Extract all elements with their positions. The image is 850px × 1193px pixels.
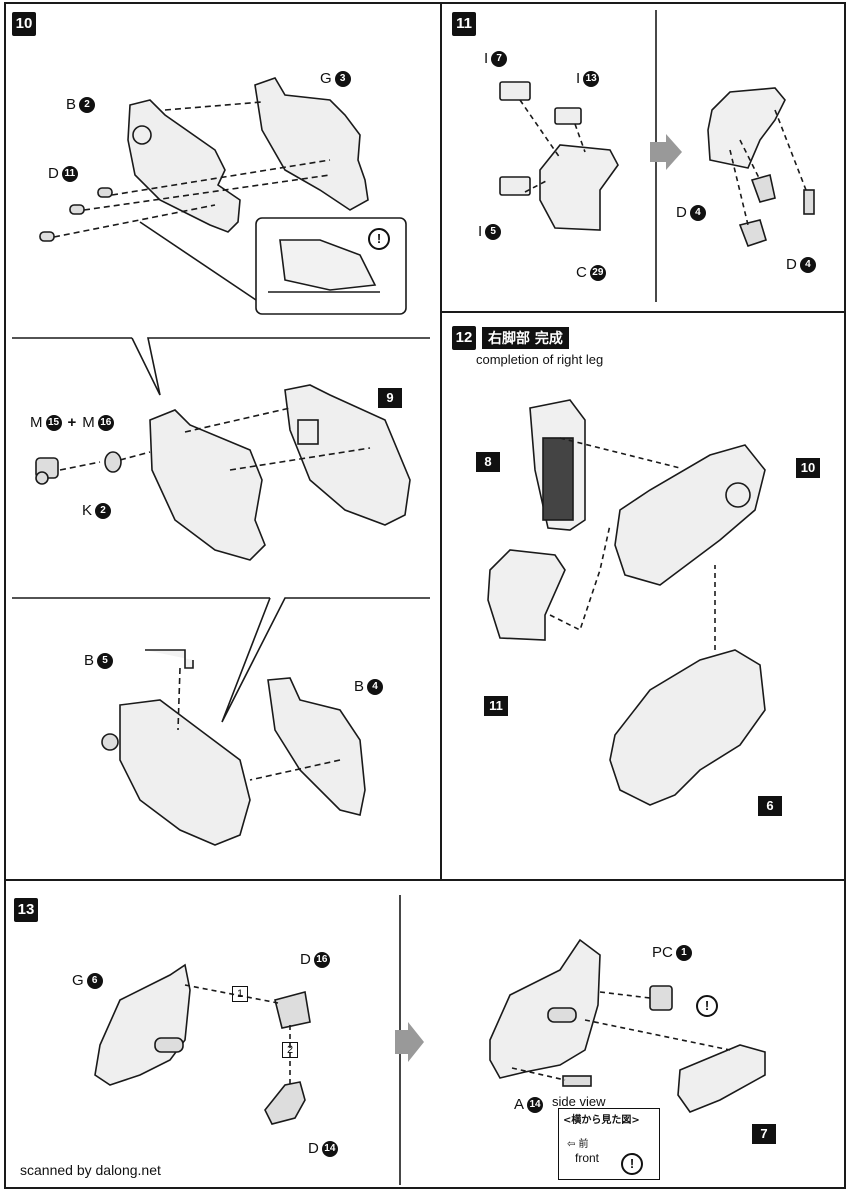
sub-assembly-7: 7 [752, 1124, 776, 1144]
part-letter: B [354, 678, 365, 695]
part-number-badge: 16 [97, 414, 114, 431]
caution-icon: ! [696, 995, 718, 1017]
part-number-badge: 7 [491, 50, 508, 67]
part-letter: K [82, 502, 93, 519]
sub-assembly-9: 9 [378, 388, 402, 408]
part-label-m15-m16: M 15 + M 16 [30, 414, 114, 431]
side-view-box: <横から見た図> ⇦ 前 front ! [558, 1108, 660, 1180]
part-letter: I [576, 70, 581, 87]
part-number-badge: 16 [313, 951, 330, 968]
part-letter: A [514, 1096, 525, 1113]
assembly-order-1: 1 [232, 986, 248, 1002]
part-label-pc1: PC 1 [652, 944, 692, 961]
part-label-d16: D 16 [300, 951, 330, 968]
part-label-a14: A 14 [514, 1096, 544, 1113]
part-label-d14-left: D 14 [308, 1140, 338, 1157]
part-letter: G [72, 972, 84, 989]
part-label-i7: I 7 [484, 50, 508, 67]
part-letter: PC [652, 944, 673, 961]
part-label-d11: D 11 [48, 165, 78, 182]
part-number-badge: 29 [589, 264, 606, 281]
sub-assembly-11: 11 [484, 696, 508, 716]
part-label-b4: B 4 [354, 678, 384, 695]
sub-assembly-8: 8 [476, 452, 500, 472]
part-number-badge: 1 [675, 944, 692, 961]
assembly-order-2: 2 [282, 1042, 298, 1058]
part-label-i13: I 13 [576, 70, 600, 87]
part-letter: I [478, 223, 483, 240]
part-letter: D [48, 165, 59, 182]
part-label-g3: G 3 [320, 70, 351, 87]
caution-icon: ! [621, 1153, 643, 1175]
caution-icon: ! [368, 228, 390, 250]
part-label-d4-left: D 4 [676, 204, 706, 221]
part-label-d4-right: D 4 [786, 256, 816, 273]
part-letter: G [320, 70, 332, 87]
part-number-badge: 13 [583, 70, 600, 87]
part-number-badge: 4 [367, 678, 384, 695]
caution-marker-pc: ! [696, 995, 718, 1017]
step-10-number: 10 [12, 12, 36, 36]
part-letter: I [484, 50, 489, 67]
scan-credit: scanned by dalong.net [20, 1162, 161, 1178]
part-number-badge: 14 [321, 1140, 338, 1157]
part-label-c29: C 29 [576, 264, 606, 281]
part-number-badge: 5 [485, 223, 502, 240]
side-view-label: side view [552, 1094, 606, 1109]
step-12-number: 12 [452, 326, 476, 350]
part-label-i5: I 5 [478, 223, 502, 240]
part-letter: D [676, 204, 687, 221]
part-number-badge: 2 [95, 502, 112, 519]
plus-sign: + [67, 414, 77, 431]
part-letter: M [30, 414, 43, 431]
part-letter: B [84, 652, 95, 669]
part-label-b5: B 5 [84, 652, 114, 669]
sub-assembly-6: 6 [758, 796, 782, 816]
part-label-k2: K 2 [82, 502, 112, 519]
part-label-g6: G 6 [72, 972, 103, 989]
part-number-badge: 4 [689, 204, 706, 221]
step-11-panel [440, 2, 846, 313]
step-12-title-jp: 右脚部 完成 [482, 327, 569, 349]
part-number-badge: 5 [97, 652, 114, 669]
part-letter: D [786, 256, 797, 273]
step-12-caption: completion of right leg [476, 352, 604, 367]
part-number-badge: 11 [61, 165, 78, 182]
front-direction-jp: ⇦ 前 [567, 1139, 589, 1150]
part-letter: B [66, 96, 77, 113]
part-letter: D [308, 1140, 319, 1157]
step-13-number: 13 [14, 898, 38, 922]
part-letter: M [82, 414, 95, 431]
part-number-badge: 15 [45, 414, 62, 431]
part-number-badge: 6 [86, 972, 103, 989]
part-letter: C [576, 264, 587, 281]
part-number-badge: 3 [334, 70, 351, 87]
side-view-title-jp: <横から見た図> [559, 1109, 659, 1128]
caution-marker: ! [368, 228, 390, 250]
step-11-number: 11 [452, 12, 476, 36]
front-label: front [575, 1151, 600, 1165]
part-label-b2: B 2 [66, 96, 96, 113]
part-letter: D [300, 951, 311, 968]
part-number-badge: 14 [527, 1096, 544, 1113]
part-number-badge: 2 [79, 96, 96, 113]
sub-assembly-10: 10 [796, 458, 820, 478]
part-number-badge: 4 [799, 256, 816, 273]
